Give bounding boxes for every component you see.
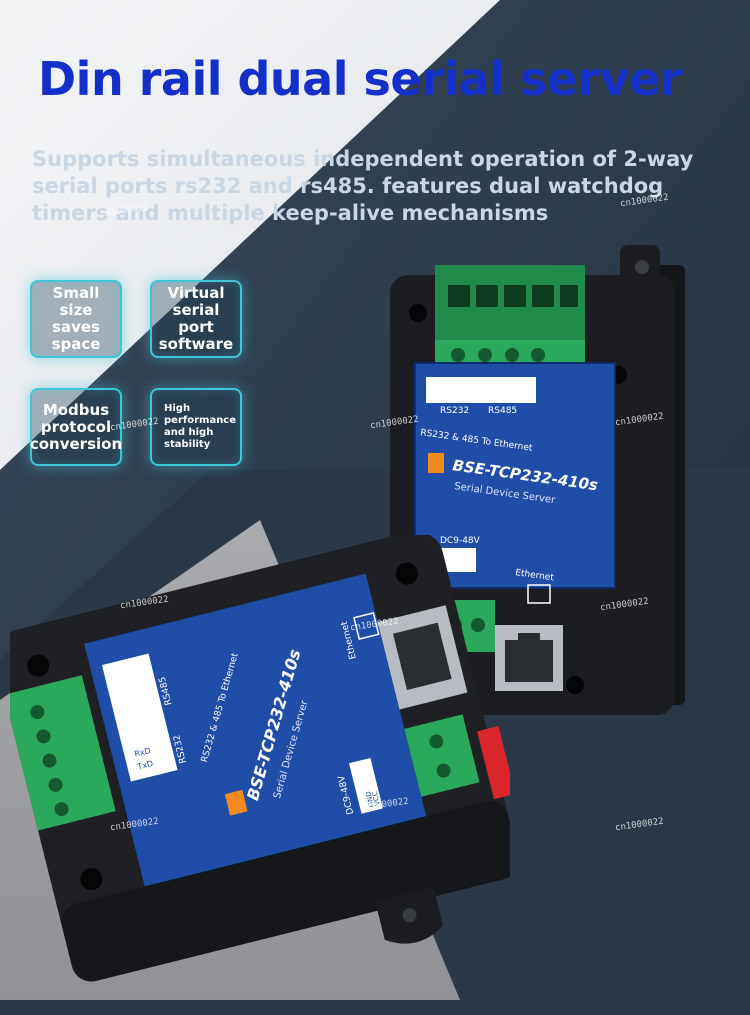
feature-label: High performance and high stability — [164, 403, 237, 450]
brand-logo — [224, 789, 248, 816]
page-title: Din rail dual serial server — [38, 52, 682, 106]
device-tilted: TxD RxD RS232 RS485 RS232 & 485 To Ether… — [10, 535, 510, 982]
device-upright: RS232 RS485 RS232 & 485 To Ethernet BSE-… — [390, 245, 685, 715]
rj45-port — [495, 625, 563, 691]
device-label-panel — [84, 573, 427, 887]
power-label: DC9-48V — [440, 536, 481, 546]
terminal-block-power — [404, 714, 480, 797]
terminal-block-left — [10, 675, 116, 831]
rj45-port — [377, 605, 468, 710]
rs232-label: RS232 — [440, 406, 469, 416]
feature-label: Virtual serial port software — [158, 284, 234, 353]
vcc-label: VCC — [371, 790, 382, 806]
feature-virtual-serial: Virtual serial port software — [150, 280, 242, 358]
terminal-block-top — [435, 265, 585, 375]
rs485-label: RS485 — [488, 406, 517, 416]
gnd-label: GND — [365, 790, 377, 808]
page-subtitle: Supports simultaneous independent operat… — [32, 147, 694, 225]
brand-logo — [428, 453, 444, 473]
feature-label: Modbus protocol conversion — [29, 400, 123, 453]
ethernet-icon — [353, 611, 380, 641]
txd-label: TxD — [136, 759, 154, 772]
ethernet-icon — [527, 584, 551, 604]
feature-high-performance: High performance and high stability — [150, 388, 242, 466]
feature-label: Small size saves space — [51, 284, 101, 353]
rxd-label: RxD — [133, 746, 151, 759]
feature-small-size: Small size saves space — [30, 280, 122, 358]
din-rail-clip — [477, 726, 510, 800]
feature-modbus: Modbus protocol conversion — [30, 388, 122, 466]
